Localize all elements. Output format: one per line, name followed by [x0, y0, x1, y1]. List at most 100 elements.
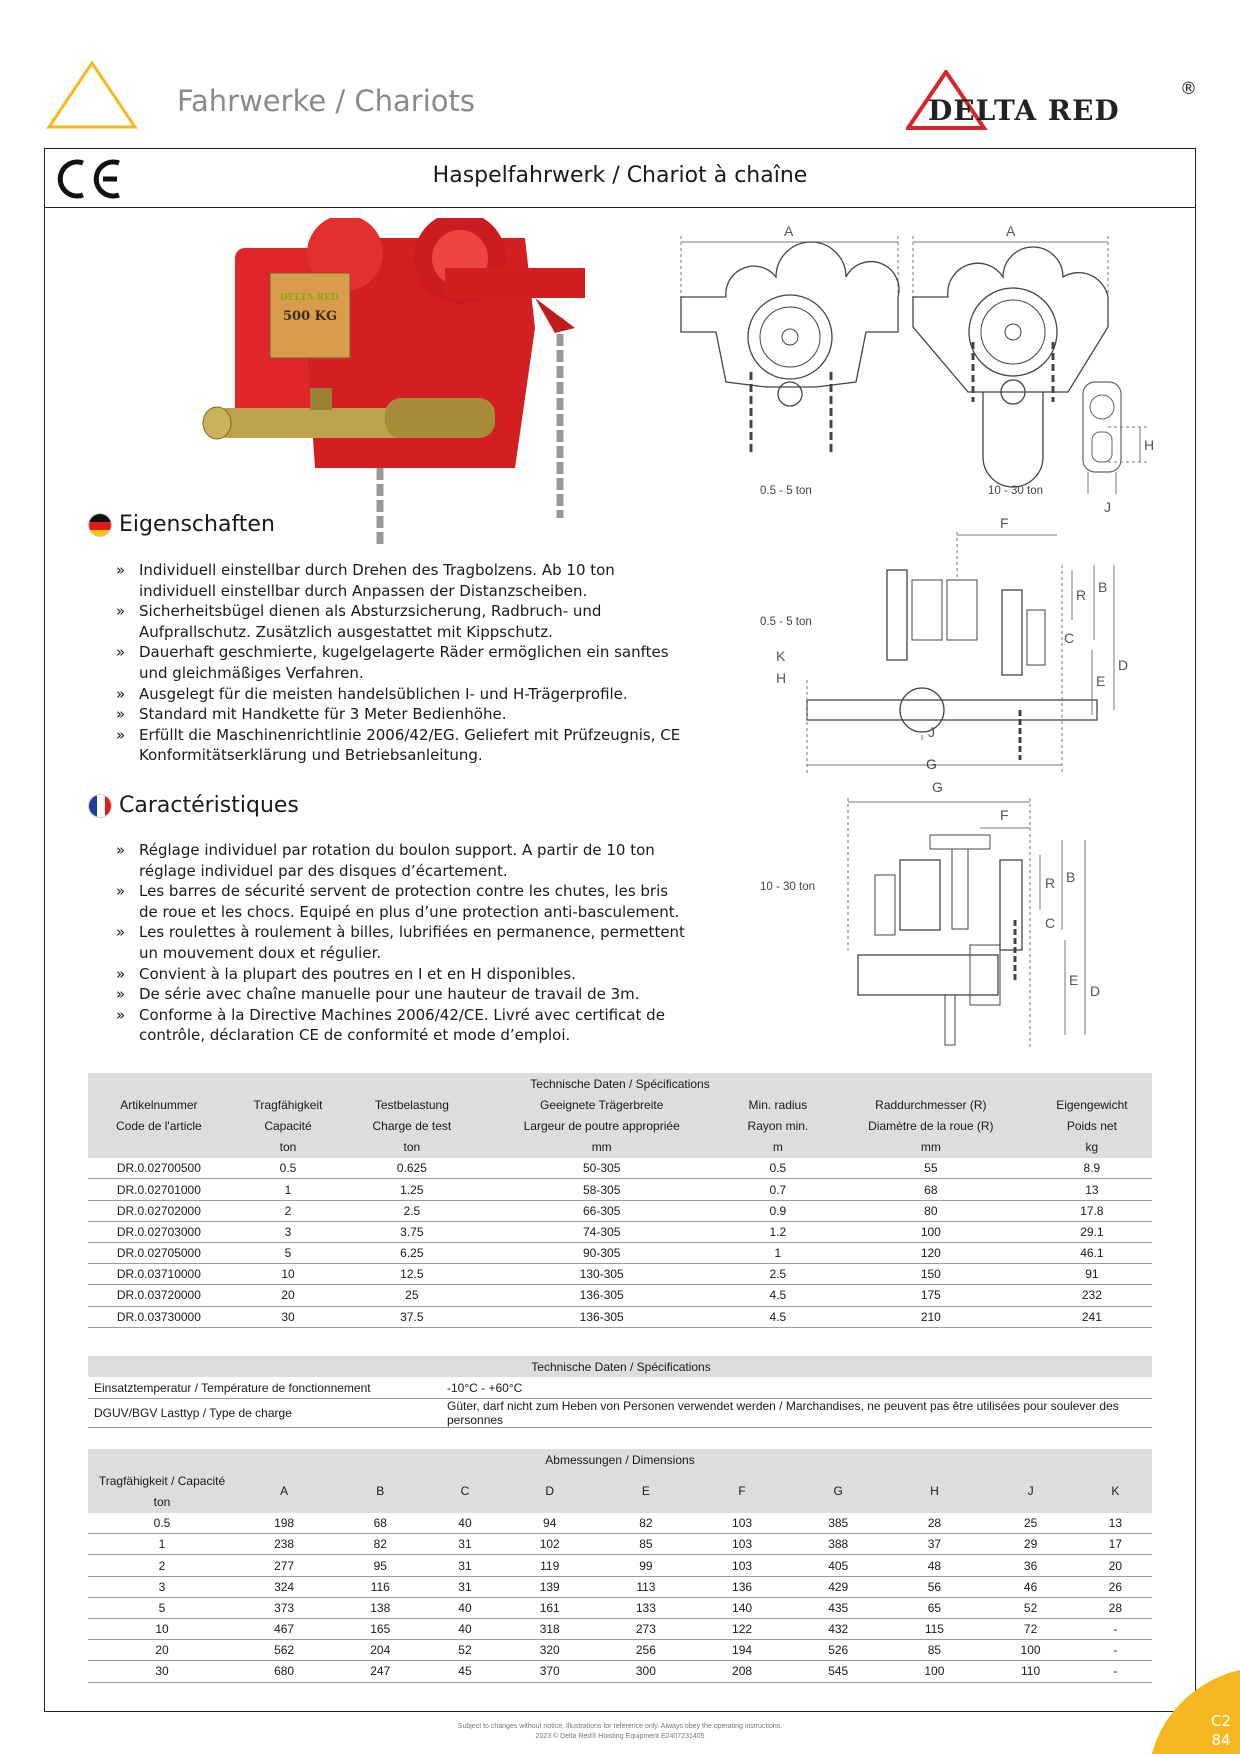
- table-cell: 388: [790, 1533, 887, 1556]
- table-cell: 80: [829, 1200, 1032, 1222]
- table-cell: 110: [982, 1660, 1079, 1683]
- list-item: Erfüllt die Maschinenrichtlinie 2006/42/…: [116, 725, 691, 766]
- column-header: A: [236, 1470, 333, 1513]
- table-cell: 85: [886, 1639, 983, 1662]
- table-cell: 140: [693, 1597, 791, 1620]
- table-cell: 208: [693, 1660, 791, 1683]
- dim-b-large-label: B: [1066, 869, 1075, 885]
- list-item: Standard mit Handkette für 3 Meter Bedie…: [116, 704, 691, 725]
- table-cell: 0.9: [725, 1200, 830, 1222]
- german-flag-icon: [88, 512, 112, 537]
- table-cell: 3: [88, 1576, 236, 1598]
- front-view-small-drawing: A: [680, 223, 900, 452]
- dimensions-table: Abmessungen / Dimensions Tragfähigkeit /…: [88, 1449, 1152, 1683]
- column-header: Eigengewicht: [1031, 1094, 1152, 1116]
- unit-cell: mm: [477, 1136, 726, 1158]
- product-title: Haspelfahrwerk / Chariot à chaîne: [432, 163, 808, 188]
- range-small-label: 0.5 - 5 ton: [760, 485, 812, 497]
- table-cell: 30: [88, 1660, 236, 1683]
- table-cell: 120: [829, 1242, 1032, 1265]
- plate-capacity: 500 KG: [283, 309, 337, 324]
- features-fr-list: Réglage individuel par rotation du boulo…: [116, 840, 691, 1046]
- features-de-heading: Eigenschaften: [88, 512, 275, 537]
- table-cell: 405: [790, 1554, 887, 1577]
- table-cell: 46: [982, 1576, 1079, 1598]
- table-cell: 0.5: [229, 1157, 347, 1180]
- operating-table: Technische Daten / Spécifications Einsat…: [88, 1356, 1152, 1428]
- table-cell: 102: [501, 1533, 598, 1556]
- features-de-title: Eigenschaften: [119, 512, 275, 537]
- table-cell: DR.0.02702000: [88, 1200, 230, 1222]
- table-cell: 119: [501, 1554, 598, 1577]
- dim-e-label: E: [1096, 673, 1105, 689]
- column-header: H: [886, 1470, 983, 1513]
- column-header: F: [693, 1470, 791, 1513]
- table-cell: 1: [88, 1533, 236, 1556]
- table-cell: 65: [886, 1597, 983, 1620]
- table-cell: 161: [501, 1597, 598, 1620]
- table-cell: 68: [829, 1178, 1032, 1201]
- table-cell: 198: [236, 1512, 333, 1535]
- table-cell: 40: [428, 1597, 502, 1620]
- table-cell: 68: [332, 1512, 429, 1535]
- table-cell: 165: [332, 1618, 429, 1641]
- column-header: Geeignete Trägerbreite: [477, 1094, 726, 1116]
- table-cell: 17: [1078, 1533, 1152, 1556]
- dim-g-large-label: G: [932, 780, 943, 795]
- table-cell: 385: [790, 1512, 887, 1535]
- table-cell: 20: [88, 1639, 236, 1662]
- dim-j-label: J: [1104, 499, 1111, 512]
- unit-cell: m: [725, 1136, 830, 1158]
- table-cell: 277: [236, 1554, 333, 1577]
- dim-f-label: F: [1000, 515, 1009, 531]
- list-item: Convient à la plupart des poutres en I e…: [116, 964, 691, 985]
- table-cell: 25: [982, 1512, 1079, 1535]
- table-cell: 562: [236, 1639, 333, 1662]
- unit-cell: kg: [1031, 1136, 1152, 1158]
- page-corner-tab: [1152, 1670, 1240, 1754]
- table-cell: 29.1: [1031, 1221, 1152, 1244]
- column-header: G: [790, 1470, 887, 1513]
- table-cell: DR.0.02703000: [88, 1221, 230, 1244]
- table-cell: 113: [597, 1576, 694, 1598]
- table-cell: 103: [693, 1554, 791, 1577]
- table-cell: 370: [501, 1660, 598, 1683]
- table-cell: 1: [229, 1178, 347, 1201]
- table-cell: 130-305: [477, 1263, 726, 1286]
- delta-red-logo: DELTA RED ®: [906, 70, 1197, 130]
- column-header: Tragfähigkeit: [229, 1094, 347, 1116]
- list-item: De série avec chaîne manuelle pour une h…: [116, 984, 691, 1005]
- dim-h-label: H: [1144, 437, 1154, 453]
- column-header: Capacité: [229, 1115, 347, 1137]
- operating-table-caption: Technische Daten / Spécifications: [88, 1356, 1152, 1378]
- table-cell: 94: [501, 1512, 598, 1535]
- table-row: Einsatztemperatur / Température de fonct…: [88, 1377, 1152, 1399]
- dim-g-label: G: [926, 756, 937, 772]
- table-cell: 139: [501, 1576, 598, 1598]
- table-cell: 373: [236, 1597, 333, 1620]
- list-item: Dauerhaft geschmierte, kugelgelagerte Rä…: [116, 642, 691, 683]
- table-cell: 5: [229, 1242, 347, 1265]
- dim-e-large-label: E: [1069, 972, 1078, 988]
- column-header: Diamètre de la roue (R): [829, 1115, 1032, 1137]
- column-header: D: [501, 1470, 598, 1513]
- table-cell: 116: [332, 1576, 429, 1598]
- table-cell: 5: [88, 1597, 236, 1620]
- table-cell: 52: [982, 1597, 1079, 1620]
- table-cell: -: [1078, 1660, 1152, 1683]
- unit-cell: ton: [229, 1136, 347, 1158]
- table-cell: 3.75: [346, 1221, 478, 1244]
- table-cell: 1.2: [725, 1221, 830, 1244]
- table-cell: 467: [236, 1618, 333, 1641]
- list-item: Les roulettes à roulement à billes, lubr…: [116, 922, 691, 963]
- table-cell: 37.5: [346, 1306, 478, 1328]
- table-cell: 12.5: [346, 1263, 478, 1286]
- table-cell: 2: [229, 1200, 347, 1222]
- table-cell: 29: [982, 1533, 1079, 1556]
- table-cell: -: [1078, 1618, 1152, 1641]
- range-small-side-label: 0.5 - 5 ton: [760, 616, 812, 628]
- column-header: E: [597, 1470, 694, 1513]
